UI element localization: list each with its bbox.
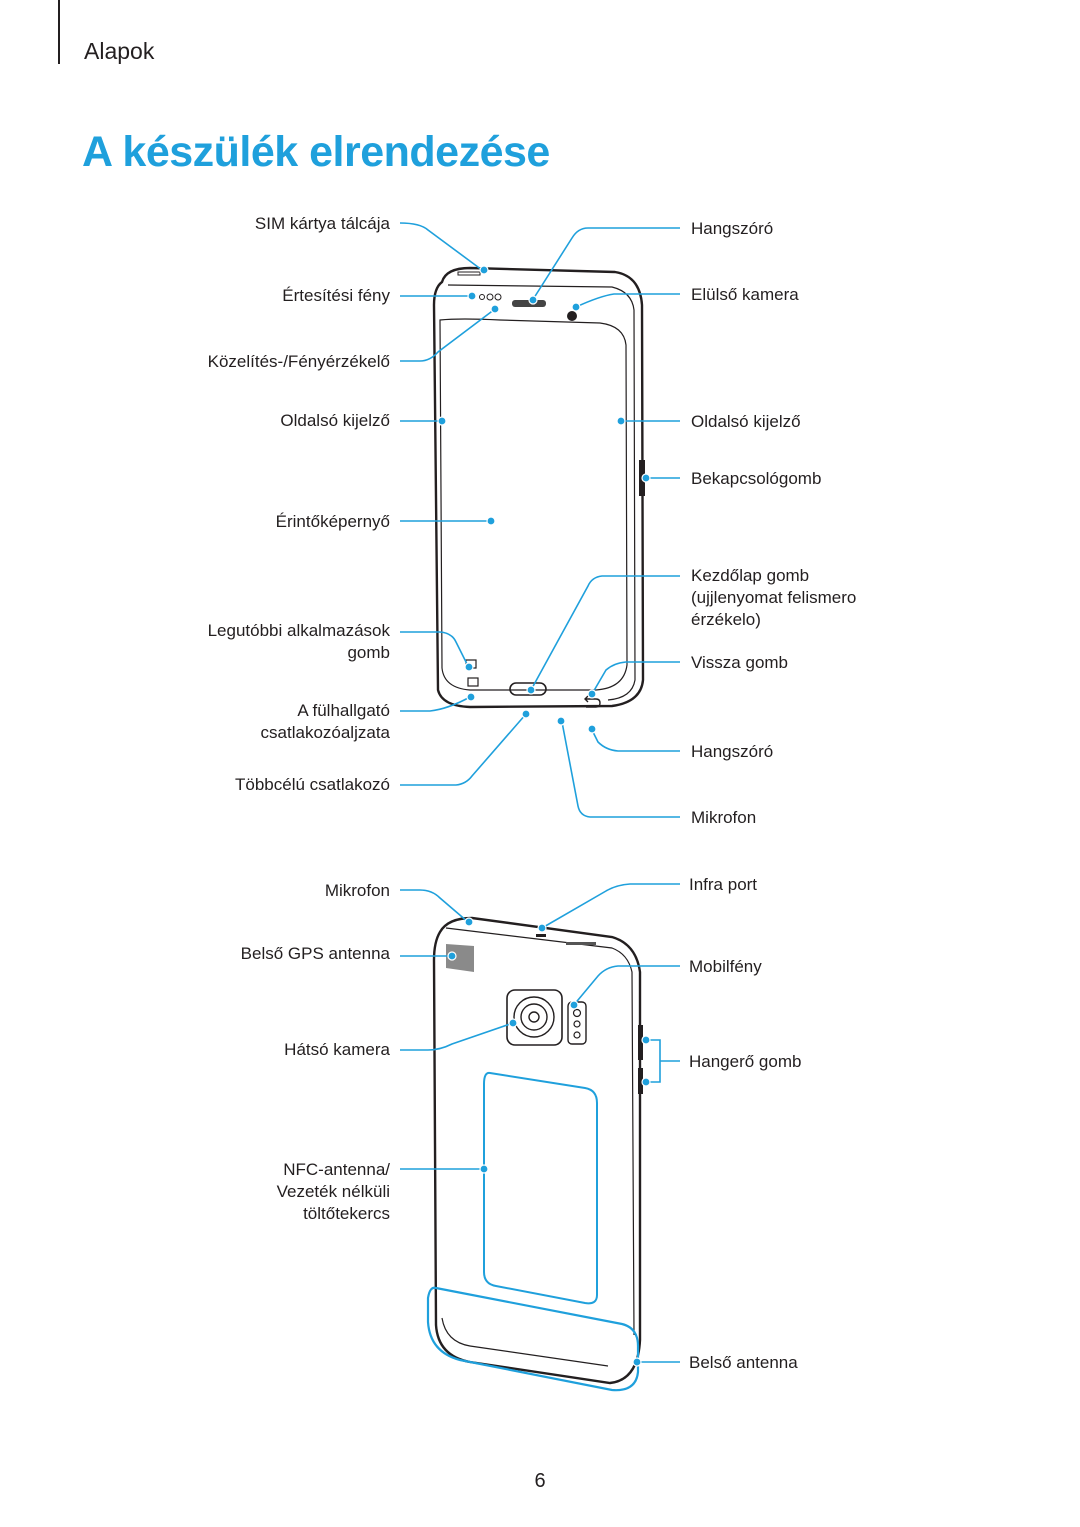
label-proximity-sensor: Közelítés-/Fényérzékelő: [207, 352, 390, 371]
label-power-key: Bekapcsológomb: [691, 469, 822, 488]
page-title: A készülék elrendezése: [82, 128, 550, 176]
label-ir-blaster: Infra port: [689, 875, 758, 894]
label-edge-screen-right: Oldalsó kijelző: [691, 412, 801, 431]
label-home-key-line3: érzékelo): [691, 610, 761, 629]
front-callout-dots: [437, 265, 651, 734]
label-headset-jack-line2: csatlakozóaljzata: [260, 723, 390, 742]
label-microphone-front: Mikrofon: [691, 808, 757, 827]
page-number: 6: [534, 1470, 546, 1492]
label-rear-camera: Hátsó kamera: [284, 1040, 390, 1059]
back-leader-lines: [400, 883, 680, 1363]
back-callout-dots: [447, 917, 651, 1367]
back-highlights: [426, 1071, 640, 1392]
label-back-key: Vissza gomb: [691, 653, 789, 672]
label-main-antenna: Belső antenna: [689, 1353, 798, 1372]
label-home-key-line1: Kezdőlap gomb: [691, 566, 810, 585]
label-edge-screen-left: Oldalsó kijelző: [280, 411, 390, 430]
label-nfc-line3: töltőtekercs: [303, 1204, 390, 1223]
label-touchscreen: Érintőképernyő: [275, 512, 390, 531]
label-microphone-back: Mikrofon: [324, 881, 390, 900]
label-multipurpose-jack: Többcélú csatlakozó: [235, 775, 390, 794]
label-headset-jack-line1: A fülhallgató: [297, 701, 390, 720]
section-name: Alapok: [84, 38, 155, 64]
label-home-key-line2: (ujjlenyomat felismero: [691, 588, 857, 607]
label-nfc-line2: Vezeték nélküli: [276, 1182, 390, 1201]
front-leader-lines: [399, 222, 680, 818]
back-phone-illustration: [432, 916, 643, 1385]
label-volume-key: Hangerő gomb: [689, 1052, 802, 1071]
label-sim-tray: SIM kártya tálcája: [254, 214, 390, 233]
label-earpiece: Hangszóró: [691, 219, 774, 238]
label-notification-light: Értesítési fény: [282, 286, 390, 305]
label-recent-apps-line2: gomb: [347, 643, 390, 662]
label-gps-antenna: Belső GPS antenna: [240, 944, 390, 963]
label-recent-apps-line1: Legutóbbi alkalmazások: [207, 621, 390, 640]
label-nfc-line1: NFC-antenna/: [283, 1160, 390, 1179]
label-flash: Mobilfény: [689, 957, 762, 976]
label-front-camera: Elülső kamera: [691, 285, 799, 304]
front-phone-illustration: [432, 266, 645, 709]
label-speaker: Hangszóró: [691, 742, 774, 761]
header-rule: [58, 0, 60, 64]
